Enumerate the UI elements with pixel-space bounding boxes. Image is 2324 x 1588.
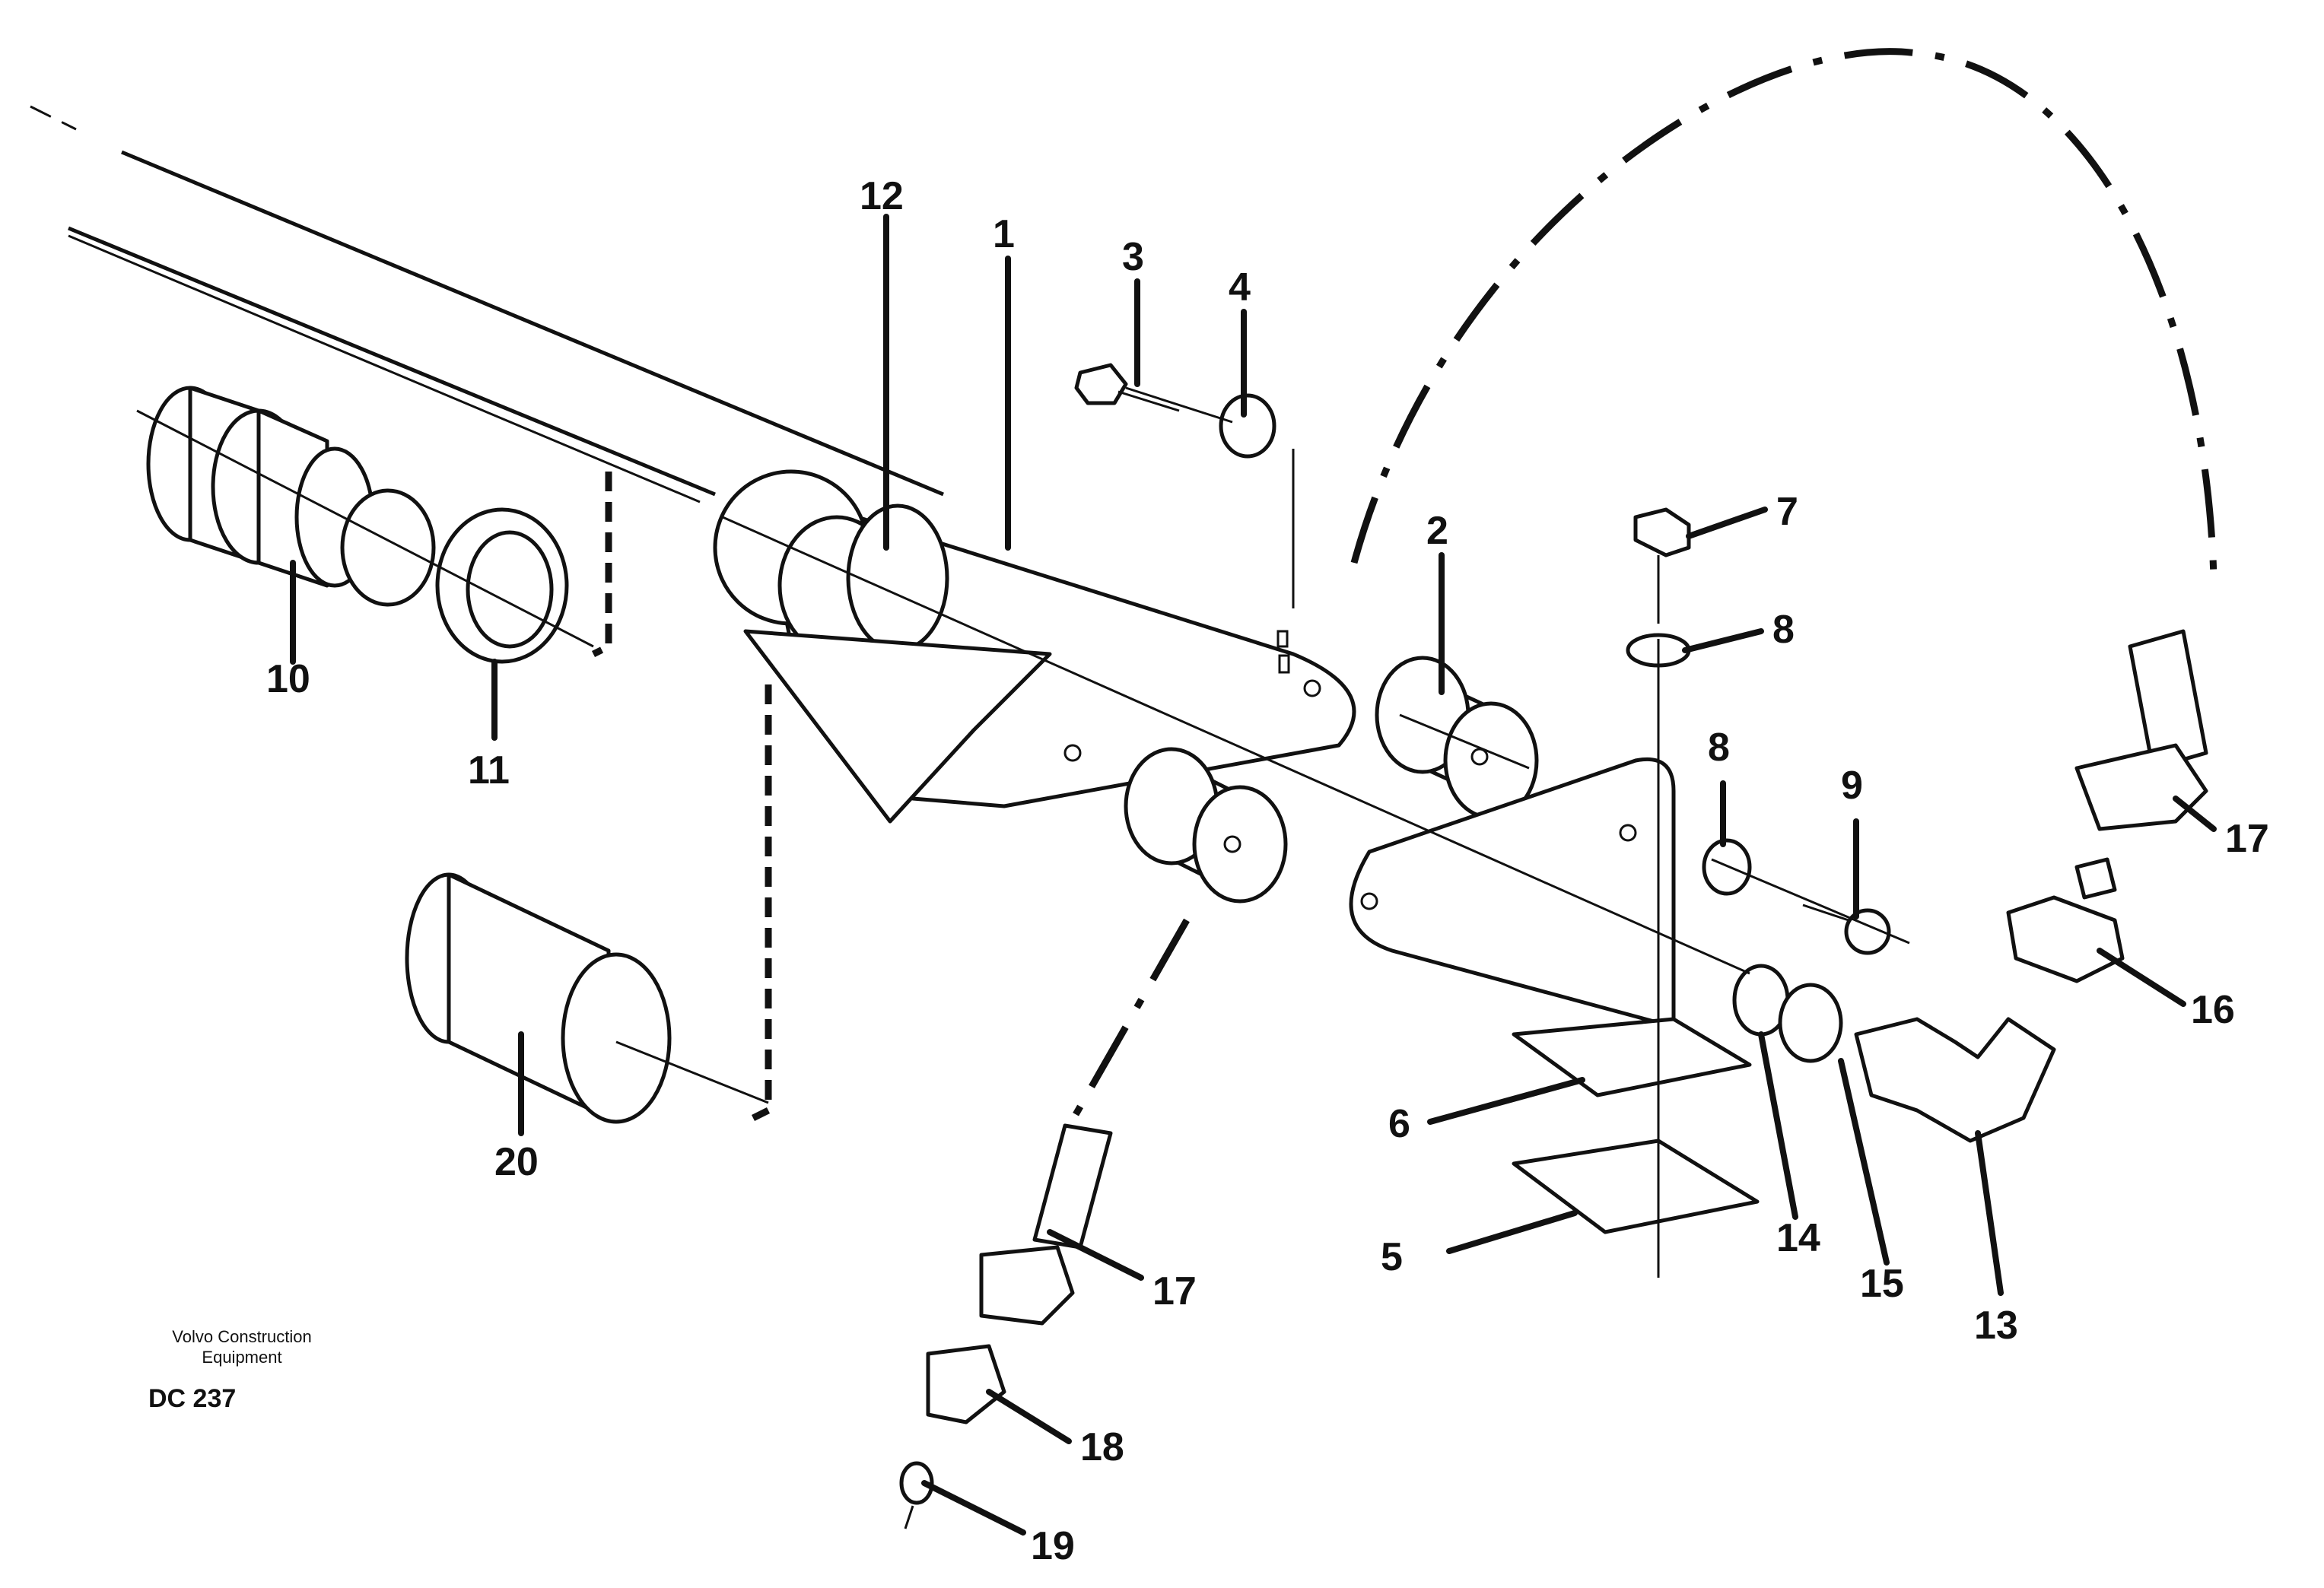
- part-5-plate: [1512, 1139, 1760, 1234]
- part-18-nipple: [926, 1344, 1006, 1424]
- callout-9: 9: [1841, 764, 1863, 808]
- hose-route-dashed-a: [591, 472, 612, 658]
- part-15-washer: [1778, 983, 1843, 1063]
- callout-3: 3: [1122, 235, 1144, 279]
- callout-18: 18: [1080, 1425, 1124, 1469]
- part-13-elbow-fitting: [1854, 1017, 2056, 1143]
- callout-10: 10: [266, 657, 310, 701]
- part-4-washer: [1219, 393, 1276, 459]
- callout-8-lower: 8: [1708, 726, 1730, 770]
- part-2-bushing-lower: [1124, 747, 1288, 904]
- part-16-nut: [2006, 895, 2125, 983]
- callout-5: 5: [1381, 1235, 1403, 1279]
- callout-7: 7: [1776, 490, 1798, 534]
- callout-16: 16: [2191, 988, 2235, 1032]
- callout-11: 11: [468, 748, 510, 792]
- hose-route-dashed-b: [751, 684, 772, 1122]
- part-7-bolt: [1633, 507, 1691, 624]
- callout-14: 14: [1776, 1216, 1820, 1260]
- publisher-line-2: Equipment: [202, 1348, 281, 1367]
- part-19-cap: [899, 1461, 934, 1505]
- cylinder-body: [30, 105, 944, 503]
- callout-leaders: [290, 214, 2217, 1536]
- hose-route-lower: [1062, 918, 1190, 1135]
- callout-19: 19: [1031, 1524, 1075, 1568]
- part-10-coupling: [146, 386, 436, 607]
- callout-17-lower: 17: [1152, 1269, 1197, 1313]
- callout-1: 1: [993, 212, 1015, 256]
- part-17-hose-end-lower: [979, 1123, 1113, 1326]
- callout-4: 4: [1229, 265, 1251, 310]
- part-3-bolt: [1074, 363, 1180, 412]
- publisher-line-1: Volvo Construction: [172, 1327, 311, 1346]
- callout-12: 12: [860, 174, 904, 218]
- callout-13: 13: [1974, 1304, 2018, 1348]
- callout-20: 20: [494, 1140, 539, 1184]
- part-12-ring: [846, 503, 949, 653]
- callout-17-upper: 17: [2225, 817, 2269, 861]
- hose-route-upper: [1350, 48, 2217, 579]
- part-11-seal-ring: [435, 507, 569, 664]
- part-6-mounting-bracket: [1349, 757, 1752, 1097]
- callout-6: 6: [1388, 1102, 1410, 1146]
- assembly-axes: [136, 386, 1910, 1529]
- callout-2: 2: [1426, 509, 1448, 553]
- callout-15: 15: [1860, 1262, 1904, 1306]
- callout-labels: 1 2 3 4 5 6 7 8 8 9 10 11 12 13 14 15 16…: [266, 174, 2269, 1568]
- part-17-hose-end-upper: [2074, 629, 2208, 900]
- part-20-sleeve: [405, 872, 672, 1124]
- figure-code: DC 237: [148, 1384, 236, 1413]
- callout-8-upper: 8: [1772, 608, 1795, 652]
- wedge-guard: [743, 629, 1052, 824]
- figure-caption: Volvo Construction Equipment DC 237: [148, 1327, 312, 1413]
